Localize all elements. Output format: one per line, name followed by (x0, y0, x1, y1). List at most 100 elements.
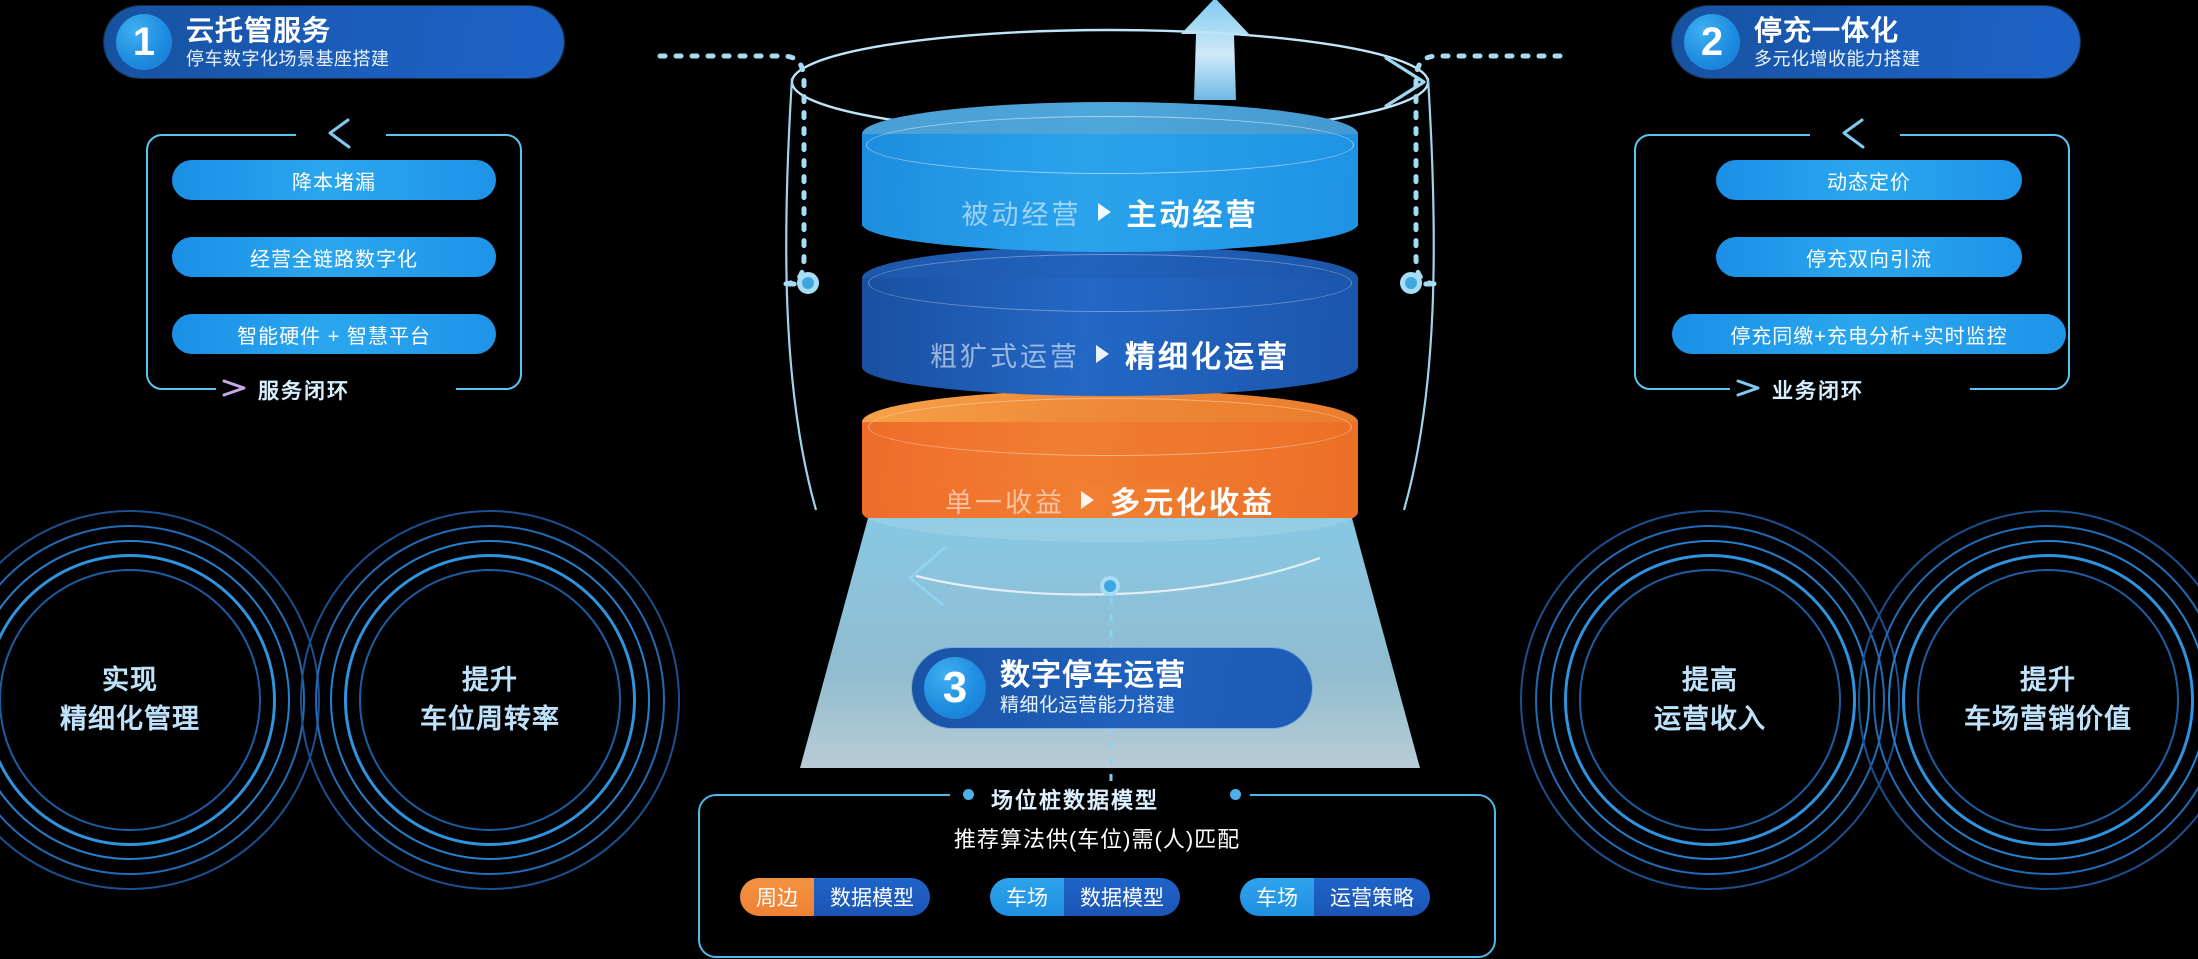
outcome-ring-2-line1: 提升 (462, 664, 518, 695)
cylinder-to-3: 多元化收益 (1110, 487, 1275, 520)
section-2-item-3[interactable]: 停充同缴+充电分析+实时监控 (1672, 314, 2066, 354)
section-1-subtitle: 停车数字化场景基座搭建 (186, 48, 390, 69)
triangle-right-icon (1096, 345, 1109, 363)
data-tag-2-right: 数据模型 (1064, 878, 1180, 916)
section-3-header[interactable]: 3 数字停车运营 精细化运营能力搭建 (912, 648, 1312, 728)
cylinder-lip-3 (868, 398, 1352, 456)
outcome-ring-2: 提升 车位周转率 (300, 510, 680, 890)
outcome-ring-3-line1: 提高 (1682, 664, 1738, 695)
cylinder-label-2: 粗犷式运营 精细化运营 (862, 332, 1358, 376)
cylinder-lip-2 (868, 254, 1352, 312)
section-1-loop-arrow-icon (222, 379, 246, 397)
connector-left-node (797, 272, 819, 294)
orbit-side-arcs (785, 77, 1435, 511)
funnel-dashed-connector (1109, 582, 1113, 792)
cylinder-bottom-2 (862, 338, 1358, 396)
ring-circle-inner-2 (359, 569, 621, 831)
outcome-ring-1-line1: 实现 (102, 664, 158, 695)
data-tag-3-right: 运营策略 (1314, 878, 1430, 916)
section-2-header[interactable]: 2 停充一体化 多元化增收能力搭建 (1672, 6, 2080, 78)
section-2-panel-top-gap (1810, 130, 1900, 139)
section-2-item-1[interactable]: 动态定价 (1716, 160, 2022, 200)
cylinder-label-3: 单一收益 多元化收益 (862, 478, 1358, 522)
section-1-title: 云托管服务 (186, 14, 332, 46)
section-1-number: 1 (116, 14, 172, 70)
data-tag-1-right: 数据模型 (814, 878, 930, 916)
section-1-panel-top-gap (296, 130, 386, 139)
outcome-ring-1-text: 实现 精细化管理 (60, 661, 200, 739)
connector-right-dotted (1405, 53, 1563, 287)
ring-circle-inner-1 (0, 569, 261, 831)
section-2-number: 2 (1684, 14, 1740, 70)
outcome-ring-1: 实现 精细化管理 (0, 510, 320, 890)
section-2-subtitle: 多元化增收能力搭建 (1754, 48, 1921, 69)
growth-arrow-icon (1181, 0, 1249, 100)
data-tag-1[interactable]: 周边 数据模型 (740, 878, 930, 916)
connector-left-dotted (657, 53, 815, 287)
ring-circle-4-2 (344, 554, 636, 846)
section-3-subtitle: 精细化运营能力搭建 (1000, 695, 1176, 716)
bottom-panel-dot-left (963, 789, 974, 800)
outcome-ring-2-text: 提升 车位周转率 (420, 661, 560, 739)
ring-circle-outer-4 (1858, 510, 2198, 890)
section-1-header[interactable]: 1 云托管服务 停车数字化场景基座搭建 (104, 6, 564, 78)
data-tag-3-left: 车场 (1240, 878, 1314, 916)
cylinder-from-1: 被动经营 (961, 199, 1082, 230)
cylinder-layer-2: 粗犷式运营 精细化运营 (862, 246, 1358, 396)
section-2-up-arrow-icon (1842, 118, 1865, 149)
section-1-up-arrow-icon (328, 118, 351, 149)
cylinder-to-1: 主动经营 (1126, 199, 1259, 232)
cylinder-lip-1 (866, 116, 1354, 174)
cylinder-label-1: 被动经营 主动经营 (862, 190, 1358, 234)
outcome-ring-4-text: 提升 车场营销价值 (1964, 661, 2132, 739)
section-2-loop-arrow-icon (1736, 379, 1760, 397)
outcome-ring-4: 提升 车场营销价值 (1858, 510, 2198, 890)
data-tag-1-left: 周边 (740, 878, 814, 916)
triangle-right-icon (1097, 203, 1111, 221)
triangle-right-icon (1081, 491, 1094, 509)
bottom-data-model-panel (698, 794, 1496, 958)
section-2-panel-bottom-gap (1730, 384, 1970, 394)
cylinder-layer-1: 被动经营 主动经营 (862, 102, 1358, 252)
cylinder-to-2: 精细化运营 (1125, 341, 1290, 374)
data-tag-3[interactable]: 车场 运营策略 (1240, 878, 1430, 916)
outcome-ring-4-line1: 提升 (2020, 664, 2076, 695)
data-tag-2[interactable]: 车场 数据模型 (990, 878, 1180, 916)
section-2-title: 停充一体化 (1754, 14, 1900, 46)
outcome-ring-4-line2: 车场营销价值 (1964, 704, 2132, 734)
ring-circle-2-2 (315, 525, 665, 875)
outcome-ring-2-line2: 车位周转率 (420, 704, 560, 734)
ring-circle-3-4 (1888, 540, 2198, 860)
section-2-loop-label: 业务闭环 (1772, 380, 1864, 403)
bottom-panel-title-gap (950, 789, 1250, 801)
section-2-item-2[interactable]: 停充双向引流 (1716, 237, 2022, 277)
outcome-ring-3-text: 提高 运营收入 (1654, 661, 1766, 739)
ring-circle-4-3 (1564, 554, 1856, 846)
ring-circle-4-1 (0, 554, 276, 846)
bottom-panel-title: 场位桩数据模型 (991, 788, 1160, 813)
cylinder-from-2: 粗犷式运营 (930, 341, 1080, 372)
bottom-panel-subtitle: 推荐算法供(车位)需(人)匹配 (953, 827, 1241, 852)
ring-circle-outer-2 (300, 510, 680, 890)
data-tag-2-left: 车场 (990, 878, 1064, 916)
connector-right-node (1400, 272, 1422, 294)
ring-circle-2-4 (1873, 525, 2198, 875)
ring-circle-3-1 (0, 540, 290, 860)
section-3-number: 3 (924, 657, 986, 719)
outcome-ring-3-line2: 运营收入 (1654, 704, 1766, 734)
section-1-item-1[interactable]: 降本堵漏 (172, 160, 496, 200)
ring-circle-3-2 (330, 540, 650, 860)
ring-circle-4-4 (1902, 554, 2194, 846)
section-1-panel-bottom-gap (216, 384, 456, 394)
ring-circle-inner-3 (1579, 569, 1841, 831)
section-1-item-2[interactable]: 经营全链路数字化 (172, 237, 496, 277)
section-3-title: 数字停车运营 (1000, 659, 1186, 692)
ring-circle-inner-4 (1917, 569, 2179, 831)
section-1-item-3[interactable]: 智能硬件 + 智慧平台 (172, 314, 496, 354)
outcome-ring-3: 提高 运营收入 (1520, 510, 1900, 890)
cylinder-from-3: 单一收益 (945, 487, 1065, 518)
section-1-loop-label: 服务闭环 (258, 380, 350, 403)
bottom-panel-dot-right (1230, 789, 1241, 800)
funnel-node-dot (1100, 576, 1120, 596)
